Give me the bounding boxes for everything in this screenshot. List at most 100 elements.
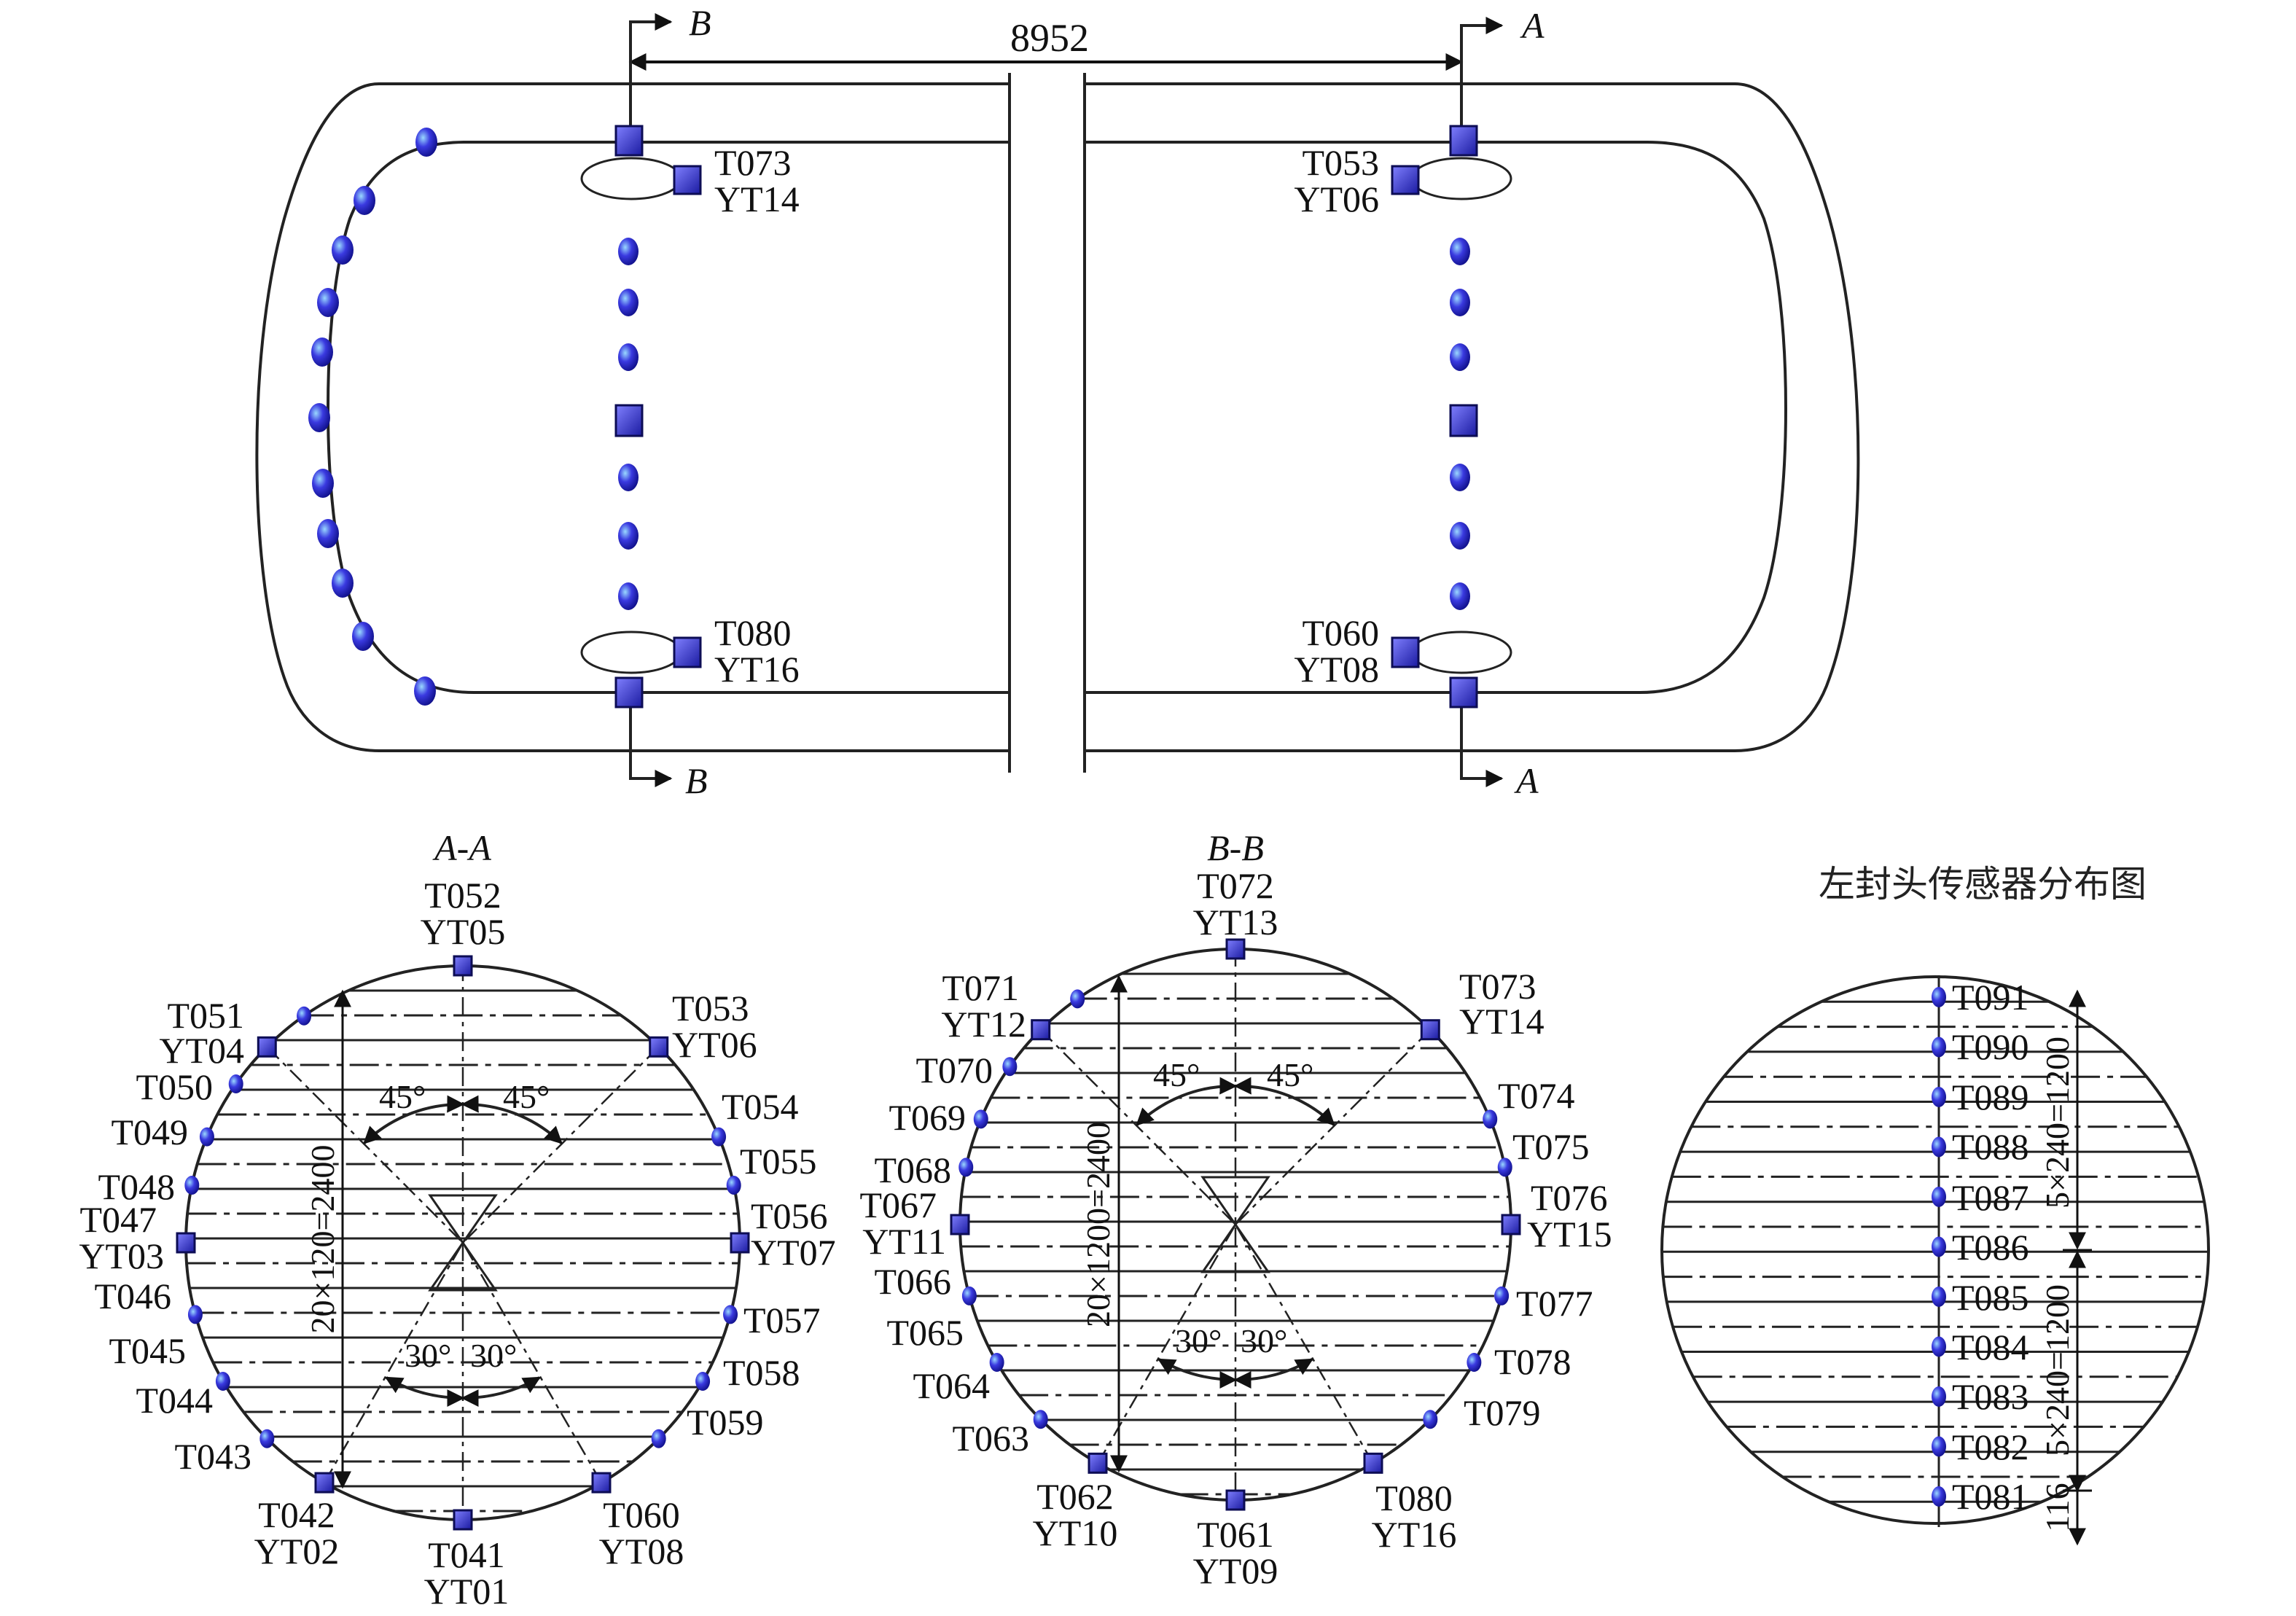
label-t052: T052 (424, 875, 501, 916)
sensor-square (730, 1232, 750, 1254)
label-t076: T076 (1531, 1177, 1608, 1218)
sensor-dot (1932, 1436, 1946, 1457)
support-ellipse (1410, 157, 1512, 200)
label-t045: T045 (109, 1330, 186, 1371)
sensor-dot (1932, 1037, 1946, 1058)
label-t078: T078 (1494, 1341, 1571, 1382)
label-t080: T080 (714, 612, 792, 653)
sensor-dot (1450, 289, 1470, 316)
angle-45-right: 45° (1267, 1056, 1313, 1093)
sensor-dot (1467, 1353, 1482, 1372)
label-yt02: YT02 (254, 1531, 340, 1572)
sensor-dot (723, 1305, 738, 1324)
sensor-dot (618, 582, 639, 610)
sensor-dot (618, 522, 639, 550)
sensor-dot (1450, 522, 1470, 550)
label-t090: T090 (1952, 1026, 2029, 1067)
label-t082: T082 (1952, 1426, 2029, 1467)
sensor-dot (1932, 1386, 1946, 1407)
sensor-square (1449, 125, 1478, 157)
sensor-dot (1494, 1286, 1510, 1305)
sensor-dot (228, 1074, 243, 1094)
sensor-dot (726, 1175, 741, 1195)
sensor-dot (215, 1372, 230, 1391)
section-aa-labels: T052 YT05 T051 YT04 T053 YT06 T050 T054 … (79, 875, 835, 1612)
sensor-dot (618, 289, 639, 316)
sensor-dot (1932, 1136, 1946, 1158)
sensor-dot (414, 676, 436, 706)
support-ellipse (580, 631, 682, 674)
sensor-dot (1932, 1187, 1946, 1207)
sensor-square (1420, 1019, 1440, 1041)
length-dimension: 8952 (628, 16, 1464, 71)
label-t070: T070 (915, 1050, 993, 1090)
label-yt12: YT12 (941, 1004, 1026, 1045)
section-bb: B-B 45° 45° 30° 30° 20×1200=2400 T072 YT… (859, 827, 1612, 1591)
sensor-square (1031, 1019, 1051, 1041)
sensor-dot (332, 235, 354, 265)
label-t062: T062 (1036, 1476, 1114, 1517)
sensor-square (257, 1036, 277, 1058)
left-head-dim-lower: 5×240=1200 (2039, 1284, 2076, 1456)
label-t056: T056 (751, 1195, 828, 1236)
sensor-dot (1002, 1057, 1018, 1077)
left-head-labels: T091 T090 T089 T088 T087 T086 T085 T084 … (1952, 977, 2029, 1517)
sensor-square (1225, 938, 1246, 960)
angle-30-right: 30° (1241, 1322, 1287, 1359)
label-t088: T088 (1952, 1126, 2029, 1167)
sensor-dot (1497, 1158, 1512, 1177)
label-t048: T048 (98, 1166, 175, 1207)
angle-45-left: 45° (1153, 1056, 1200, 1093)
label-t042: T042 (258, 1494, 335, 1535)
label-yt14b: YT14 (1459, 1001, 1545, 1042)
sensor-dot (695, 1372, 711, 1391)
left-head-dim-bottom: 116 (2039, 1483, 2076, 1531)
label-t079: T079 (1464, 1392, 1541, 1433)
sensor-square (614, 404, 644, 437)
sensor-dot (1450, 238, 1470, 265)
label-t058: T058 (723, 1352, 800, 1393)
label-t084: T084 (1952, 1327, 2029, 1367)
label-t041: T041 (428, 1534, 505, 1575)
label-t047: T047 (79, 1199, 157, 1240)
label-t072: T072 (1197, 865, 1274, 906)
section-marks: B B A A (629, 2, 1545, 801)
sensor-dot (297, 1006, 312, 1026)
sensor-dot (973, 1109, 988, 1129)
sensor-square (614, 125, 644, 157)
sensor-square (673, 165, 702, 195)
support-ellipse (1410, 631, 1512, 674)
angle-30-right: 30° (470, 1337, 517, 1374)
label-t074: T074 (1498, 1075, 1575, 1116)
sensor-dot (1932, 1236, 1946, 1257)
sensor-dot (1932, 1486, 1946, 1507)
sensor-square (1449, 676, 1478, 709)
sensor-dot (1423, 1410, 1438, 1429)
sensor-dot (308, 403, 330, 432)
sensor-dot (199, 1127, 214, 1147)
sensor-square (1391, 165, 1420, 195)
tank-outline (255, 73, 1860, 773)
label-yt16b: YT16 (1372, 1514, 1457, 1555)
section-aa-height-label: 20×120=2400 (304, 1145, 341, 1334)
angle-30-left: 30° (405, 1337, 451, 1374)
section-aa-title: A-A (432, 827, 491, 868)
sensor-square (1391, 636, 1420, 668)
sensor-square (614, 676, 644, 709)
label-yt06: YT06 (1294, 179, 1379, 219)
section-mark-a-top: A (1520, 5, 1545, 46)
sensor-dot (651, 1429, 666, 1448)
label-t065: T065 (886, 1312, 964, 1353)
top-view: 8952 B B A A (255, 2, 1860, 801)
sensor-dot (415, 128, 437, 157)
label-t060b: T060 (603, 1494, 680, 1535)
label-t080b: T080 (1375, 1478, 1453, 1518)
angle-30-left: 30° (1175, 1322, 1222, 1359)
sensor-square (591, 1472, 612, 1494)
label-t053b: T053 (672, 988, 749, 1028)
sensor-dot (312, 469, 334, 498)
sensor-square (176, 1232, 196, 1254)
sensor-square (314, 1472, 335, 1494)
label-t069: T069 (889, 1097, 966, 1138)
top-view-labels: T073 YT14 T080 YT16 T053 YT06 T060 YT08 (714, 142, 1379, 690)
